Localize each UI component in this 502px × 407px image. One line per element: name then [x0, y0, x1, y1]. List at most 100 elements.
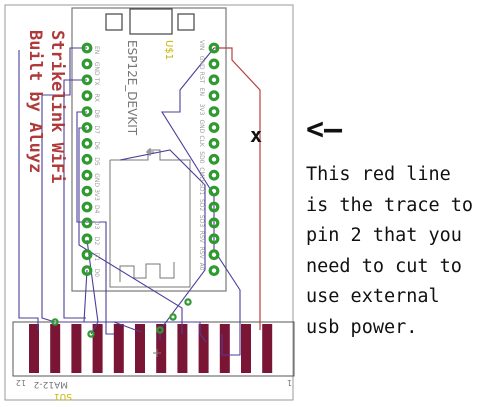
right-header-pin: [208, 58, 220, 70]
left-pin-label: D7: [93, 126, 100, 135]
left-pin-label: D3: [93, 221, 100, 230]
left-header-pin: [81, 249, 93, 261]
header-pins: ENGNDTXRXD8D7D6D5GND3V3D4D3D2D1D0VINGNDR…: [81, 40, 220, 277]
connector-name-label: MA12-2: [34, 379, 68, 389]
left-pin-label: D6: [93, 141, 100, 150]
arrow-pointer: <—: [306, 112, 343, 147]
annotation-line: use external: [306, 286, 440, 307]
blue-trace: [161, 47, 241, 356]
connector-pads: [29, 324, 273, 373]
annotation-line: need to cut to: [306, 255, 462, 277]
left-header-pin: [81, 233, 93, 245]
via: [156, 326, 164, 334]
blue-trace: [41, 47, 87, 323]
left-pin-label: GND: [93, 62, 100, 76]
module-shield-outline: [109, 149, 191, 288]
connector-pad: [262, 324, 273, 373]
left-header-pin: [81, 122, 93, 133]
right-header-pin: [208, 265, 220, 277]
via: [87, 330, 95, 338]
right-header-pin: [208, 169, 220, 181]
right-pin-label: CMD: [198, 167, 205, 181]
right-header-pin: [208, 106, 220, 117]
left-header-pin: [81, 58, 93, 70]
module-antenna-square-right: [177, 13, 195, 31]
annotation-line: is the trace to: [306, 194, 474, 216]
connector-left-number: 12: [16, 378, 26, 387]
board-title-line1: Strikelink WiFi: [47, 30, 67, 184]
right-pin-label: A0: [198, 263, 205, 271]
connector-pad: [71, 324, 82, 373]
connector-ref-label: SU1: [54, 391, 72, 401]
right-pin-label: SD3: [198, 215, 205, 227]
connector-pad: [241, 324, 251, 373]
left-header-pin: [81, 169, 93, 181]
via: [169, 313, 177, 321]
red-trace-pin2: [214, 47, 261, 330]
connector-pad: [219, 324, 230, 373]
via: [184, 298, 192, 306]
module-outline: [71, 7, 227, 292]
left-header-pin: [81, 74, 93, 86]
module-antenna-square-left: [105, 13, 123, 31]
annotation-line: usb power.: [306, 316, 418, 338]
right-header-pin: [208, 217, 220, 229]
left-pin-label: D1: [93, 253, 100, 262]
right-pin-label: SD1: [198, 183, 205, 195]
right-pin-label: GND: [198, 120, 205, 134]
annotation-text: This red line is the trace to pin 2 that y…: [306, 160, 498, 343]
blue-trace: [18, 50, 39, 330]
connector-pad: [135, 324, 145, 373]
left-pin-label: D4: [93, 205, 100, 214]
connector-pad: [177, 324, 188, 373]
annotation-line: This red line: [306, 164, 451, 185]
right-header-pin: [208, 137, 220, 149]
right-header-pin: [208, 201, 220, 213]
left-pin-label: D8: [93, 110, 100, 119]
left-pin-label: 3V3: [93, 189, 100, 201]
left-header-pin: [81, 42, 93, 54]
left-header-pin: [81, 137, 93, 149]
right-pin-label: CLK: [198, 135, 205, 148]
right-header-pin: [208, 249, 220, 261]
blue-trace: [119, 149, 206, 340]
left-pin-label: EN: [93, 46, 100, 54]
connector-right-number: 1: [287, 378, 292, 387]
left-header-pin: [81, 217, 93, 229]
right-pin-label: GND: [198, 56, 205, 70]
left-header-pin: [81, 106, 93, 117]
annotation-line: pin 2 that you: [306, 225, 462, 246]
right-header-pin: [208, 185, 220, 197]
right-header-pin: [208, 233, 220, 245]
right-header-pin: [208, 122, 220, 133]
cut-mark: x: [250, 123, 262, 147]
left-pin-label: RX: [93, 94, 100, 102]
board-outline: [4, 4, 294, 401]
right-pin-label: RST: [198, 72, 205, 84]
left-pin-label: D2: [93, 237, 100, 246]
left-header-pin: [81, 153, 93, 165]
left-pin-label: D5: [93, 157, 100, 166]
right-pin-label: SD2: [198, 199, 205, 211]
right-header-pin: [208, 42, 220, 54]
blue-trace: [63, 79, 87, 319]
antenna-trace: [119, 262, 175, 282]
connector-pad: [92, 324, 103, 373]
right-pin-label: RSV: [198, 247, 205, 260]
connector-pad: [29, 324, 39, 373]
right-header-pin: [208, 153, 220, 165]
left-pin-label: GND: [93, 173, 100, 187]
connector-pad: [198, 324, 209, 373]
left-header-pin: [81, 201, 93, 213]
left-header-pin: [81, 185, 93, 197]
connector-pad: [50, 324, 61, 373]
module-ref-label: U$1: [163, 40, 174, 60]
left-header-pin: [81, 265, 93, 277]
right-header-pin: [208, 74, 220, 86]
right-pin-label: VIN: [198, 40, 205, 50]
right-header-pin: [208, 90, 220, 102]
board-title-line2: Built by Aluyz: [25, 30, 45, 173]
left-pin-label: TX: [93, 77, 100, 86]
blue-trace: [55, 321, 207, 343]
